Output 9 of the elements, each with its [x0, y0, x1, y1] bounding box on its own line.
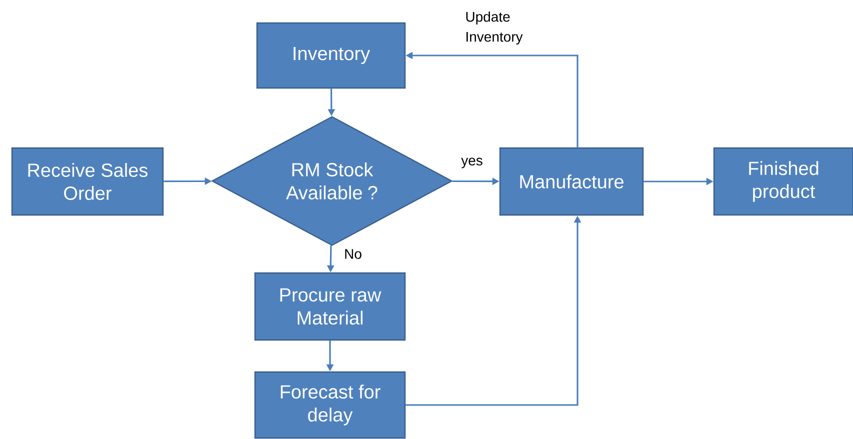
edge-label: yes	[461, 158, 482, 168]
process-box: Manufacture	[499, 147, 644, 216]
process-box: Procure raw Material	[254, 272, 406, 341]
process-box: Receive Sales Order	[11, 147, 164, 216]
edge-label: Update Inventory	[466, 11, 523, 45]
process-box: Finished product	[713, 147, 853, 216]
process-box: Inventory	[256, 22, 406, 89]
edge-label: No	[345, 249, 362, 259]
process-box: Forecast for delay	[254, 371, 406, 439]
